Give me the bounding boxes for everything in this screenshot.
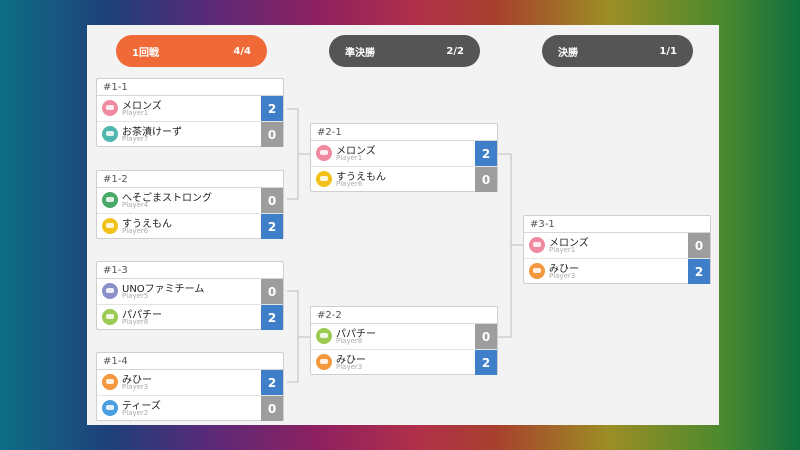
- team-avatar-icon: [102, 218, 118, 234]
- player-row[interactable]: メロンズ Player1 2: [311, 141, 497, 166]
- round-progress: 4/4: [233, 45, 251, 57]
- team-name: すうえもん: [122, 219, 172, 230]
- player-id: Player2: [122, 409, 149, 417]
- player-id: Player4: [122, 201, 149, 209]
- team-avatar-icon: [316, 171, 332, 187]
- team-avatar-icon: [102, 126, 118, 142]
- team-name: みひー: [122, 375, 152, 386]
- match-card-1-1[interactable]: #1-1 メロンズ Player1 2 お茶漬けーず Player7 0: [96, 78, 284, 147]
- team-avatar-icon: [529, 263, 545, 279]
- player-id: Player8: [122, 318, 149, 326]
- player-id: Player6: [122, 227, 149, 235]
- player-row[interactable]: みひー Player3 2: [97, 370, 283, 395]
- team-name: へそごまストロング: [122, 193, 212, 204]
- team-avatar-icon: [102, 100, 118, 116]
- team-avatar-icon: [316, 354, 332, 370]
- player-row[interactable]: すうえもん Player6 0: [311, 166, 497, 192]
- team-avatar-icon: [102, 309, 118, 325]
- player-row[interactable]: みひー Player3 2: [524, 258, 710, 284]
- player-id: Player8: [336, 337, 363, 345]
- team-name: メロンズ: [549, 238, 589, 249]
- player-id: Player7: [122, 135, 149, 143]
- lose-score: 0: [688, 233, 710, 258]
- round-title: 準決勝: [345, 47, 375, 59]
- team-avatar-icon: [102, 400, 118, 416]
- team-name: みひー: [549, 264, 579, 275]
- match-card-1-4[interactable]: #1-4 みひー Player3 2 ティーズ Player2 0: [96, 352, 284, 421]
- player-id: Player1: [122, 109, 149, 117]
- lose-score: 0: [261, 279, 283, 304]
- tab-final[interactable]: 決勝 1/1: [542, 35, 693, 67]
- team-name: メロンズ: [336, 146, 376, 157]
- player-row[interactable]: メロンズ Player1 0: [524, 233, 710, 258]
- match-card-3-1[interactable]: #3-1 メロンズ Player1 0 みひー Player3 2: [523, 215, 711, 284]
- player-row[interactable]: すうえもん Player6 2: [97, 213, 283, 239]
- win-score: 2: [475, 141, 497, 166]
- player-id: Player1: [549, 246, 576, 254]
- lose-score: 0: [261, 122, 283, 147]
- match-label: #1-4: [97, 353, 283, 370]
- match-label: #1-1: [97, 79, 283, 96]
- player-id: Player1: [336, 154, 363, 162]
- player-row[interactable]: メロンズ Player1 2: [97, 96, 283, 121]
- tab-round-1[interactable]: 1回戦 4/4: [116, 35, 267, 67]
- player-row[interactable]: UNOファミチーム Player5 0: [97, 279, 283, 304]
- lose-score: 0: [261, 188, 283, 213]
- team-avatar-icon: [102, 374, 118, 390]
- team-name: UNOファミチーム: [122, 284, 205, 295]
- win-score: 2: [261, 305, 283, 330]
- team-name: メロンズ: [122, 101, 162, 112]
- team-name: お茶漬けーず: [122, 127, 182, 138]
- team-name: ティーズ: [122, 401, 161, 412]
- match-card-1-3[interactable]: #1-3 UNOファミチーム Player5 0 パパチー Player8 2: [96, 261, 284, 330]
- player-id: Player3: [549, 272, 576, 280]
- player-row[interactable]: お茶漬けーず Player7 0: [97, 121, 283, 147]
- bracket-connector-lines: [287, 108, 523, 383]
- player-id: Player5: [122, 292, 149, 300]
- team-name: みひー: [336, 355, 366, 366]
- team-avatar-icon: [102, 283, 118, 299]
- player-row[interactable]: ティーズ Player2 0: [97, 395, 283, 421]
- match-label: #2-1: [311, 124, 497, 141]
- match-card-2-2[interactable]: #2-2 パパチー Player8 0 みひー Player3 2: [310, 306, 498, 375]
- bracket-panel: 1回戦 4/4 準決勝 2/2 決勝 1/1 #1-1 メロンズ Player1…: [87, 25, 719, 425]
- win-score: 2: [475, 350, 497, 375]
- player-row[interactable]: パパチー Player8 2: [97, 304, 283, 330]
- round-progress: 1/1: [659, 45, 677, 57]
- lose-score: 0: [475, 167, 497, 192]
- player-row[interactable]: へそごまストロング Player4 0: [97, 188, 283, 213]
- team-avatar-icon: [102, 192, 118, 208]
- player-id: Player6: [336, 180, 363, 188]
- match-label: #2-2: [311, 307, 497, 324]
- win-score: 2: [261, 214, 283, 239]
- team-name: パパチー: [336, 329, 376, 340]
- match-card-1-2[interactable]: #1-2 へそごまストロング Player4 0 すうえもん Player6 2: [96, 170, 284, 239]
- player-id: Player3: [122, 383, 149, 391]
- tab-semifinal[interactable]: 準決勝 2/2: [329, 35, 480, 67]
- round-title: 決勝: [558, 47, 578, 59]
- player-row[interactable]: パパチー Player8 0: [311, 324, 497, 349]
- team-name: すうえもん: [336, 172, 386, 183]
- win-score: 2: [688, 259, 710, 284]
- match-label: #3-1: [524, 216, 710, 233]
- lose-score: 0: [475, 324, 497, 349]
- win-score: 2: [261, 96, 283, 121]
- team-avatar-icon: [316, 145, 332, 161]
- team-name: パパチー: [122, 310, 162, 321]
- player-row[interactable]: みひー Player3 2: [311, 349, 497, 375]
- round-progress: 2/2: [446, 45, 464, 57]
- team-avatar-icon: [316, 328, 332, 344]
- lose-score: 0: [261, 396, 283, 421]
- match-label: #1-2: [97, 171, 283, 188]
- match-label: #1-3: [97, 262, 283, 279]
- match-card-2-1[interactable]: #2-1 メロンズ Player1 2 すうえもん Player6 0: [310, 123, 498, 192]
- round-title: 1回戦: [132, 47, 159, 59]
- win-score: 2: [261, 370, 283, 395]
- player-id: Player3: [336, 363, 363, 371]
- team-avatar-icon: [529, 237, 545, 253]
